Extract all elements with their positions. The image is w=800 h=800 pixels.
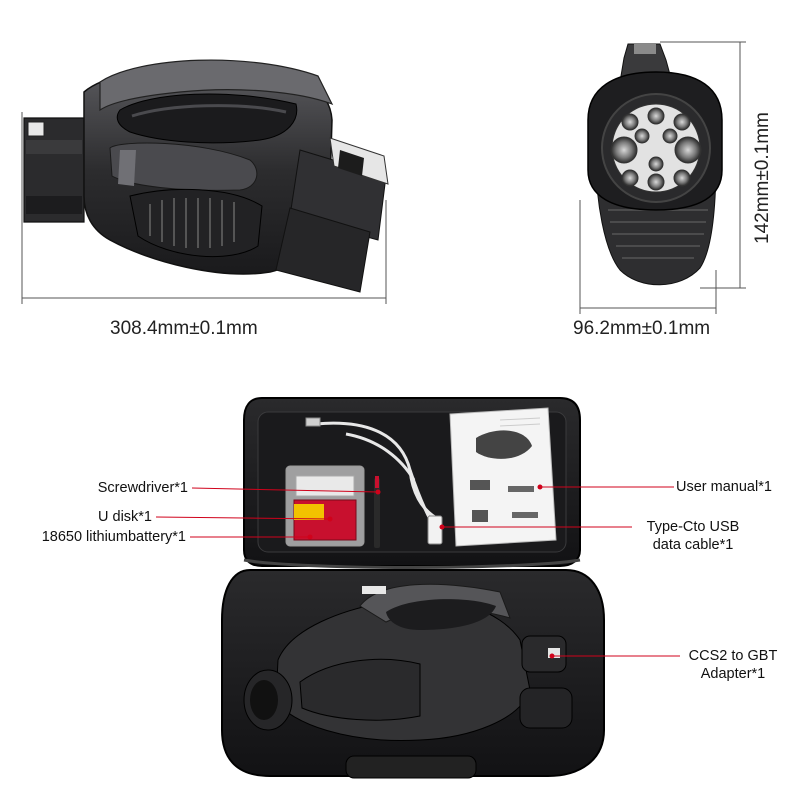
cable-label-line-2: data cable*1 [652,537,734,553]
user-manual-label: User manual*1 [676,479,772,495]
callout-lines [155,486,680,657]
adapter-in-case [243,583,573,742]
length-dimension-label: 308.4mm±0.1mm [110,318,258,339]
usb-plug [305,417,443,545]
length-dimension-line [21,112,387,304]
width-dimension-label: 96.2mm±0.1mm [573,318,711,339]
u-disk-callout-line [155,516,331,520]
cable-label: Type-Cto USB data cable*1 [632,518,754,554]
adapter-front-view [587,43,723,286]
battery-box [285,465,365,547]
screwdriver-callout-line [191,487,379,493]
height-dimension-label: 142mm±0.1mm [752,112,773,244]
user-manual-booklet [449,407,557,547]
u-disk-label: U disk*1 [98,509,152,525]
width-dimension-line [579,200,717,314]
height-dimension-line [660,41,746,289]
adapter-side-view [23,59,389,293]
cable-label-line-1: Type-Cto USB [646,519,740,535]
adapter-label-line-2: Adapter*1 [700,666,766,682]
callout-dots [307,484,555,659]
adapter-label-line-1: CCS2 to GBT [688,648,778,664]
screwdriver [374,476,380,548]
battery-label: 18650 lithiumbattery*1 [41,529,186,545]
screwdriver-label: Screwdriver*1 [97,480,188,496]
adapter-label: CCS2 to GBT Adapter*1 [680,647,786,683]
